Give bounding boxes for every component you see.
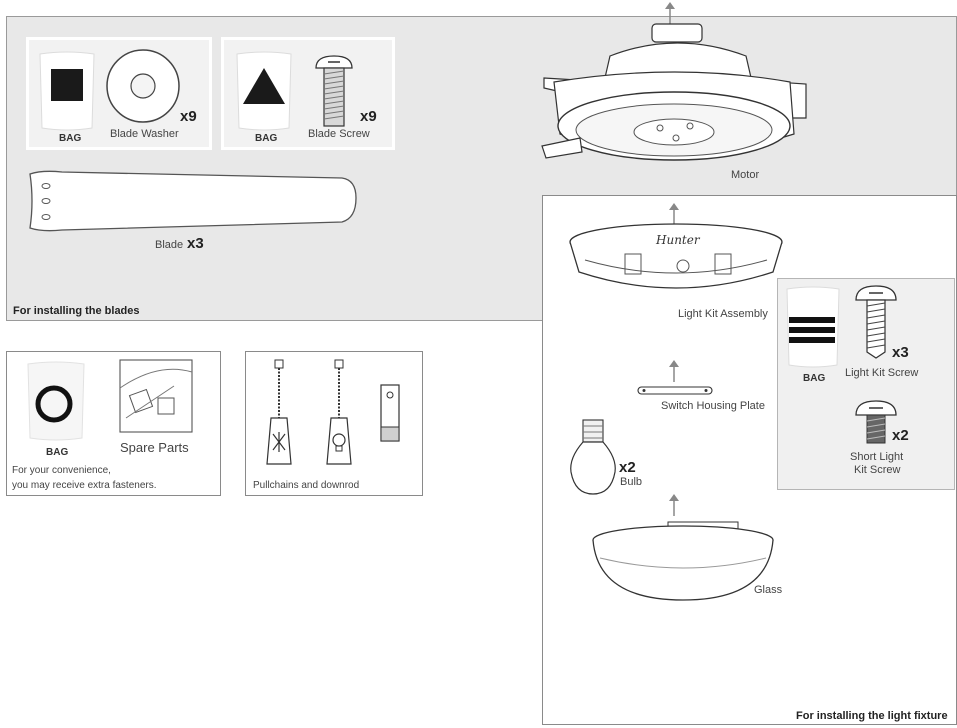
blade-washer-qty: x9 (180, 108, 197, 125)
blade-washer-icon (106, 49, 180, 123)
fan-blade-icon (29, 170, 357, 232)
light-kit-assembly-label: Light Kit Assembly (678, 308, 768, 320)
bulb-qty: x2 (619, 459, 636, 476)
blade-label: Blade (155, 239, 184, 251)
fan-pullchain-icon (266, 359, 292, 465)
square-symbol-icon (51, 69, 83, 101)
light-pullchain-icon (326, 359, 352, 465)
short-light-kit-screw-icon (855, 400, 897, 444)
switch-housing-plate-icon (637, 386, 713, 395)
light-kit-assembly-icon (569, 223, 783, 289)
three-bars-symbol-icon (789, 317, 835, 343)
downrod-bracket-icon (380, 384, 400, 442)
ring-symbol-icon (35, 385, 73, 423)
blade-qty: x3 (187, 235, 204, 252)
blade-screw-qty: x9 (360, 108, 377, 125)
washer-bag-icon (39, 51, 95, 131)
spare-bag-icon (27, 361, 85, 441)
bulb-label: Bulb (620, 476, 643, 488)
light-kit-bag-label: BAG (803, 373, 826, 384)
spare-note-line1: For your convenience, (12, 465, 111, 476)
blades-section-title: For installing the blades (13, 305, 140, 317)
light-bulb-icon (570, 419, 616, 495)
blade-washer-label: Blade Washer (110, 128, 179, 140)
light-fixture-section-title: For installing the light fixture (796, 710, 948, 722)
spare-parts-pouch-icon (119, 359, 193, 433)
washer-bag-label: BAG (59, 133, 82, 144)
glass-shade-icon (592, 521, 774, 601)
switch-housing-plate-label: Switch Housing Plate (661, 400, 765, 412)
blade-screw-label: Blade Screw (308, 128, 370, 140)
short-light-kit-screw-label-line2: Kit Screw (854, 464, 901, 476)
short-light-kit-screw-label-line1: Short Light (850, 451, 904, 463)
up-arrow-icon (665, 2, 675, 24)
motor-label: Motor (731, 169, 760, 181)
light-kit-screw-label: Light Kit Screw (845, 367, 919, 379)
spare-bag-label: BAG (46, 447, 69, 458)
up-arrow-icon (669, 494, 679, 516)
short-light-kit-screw-qty: x2 (892, 427, 909, 444)
fan-motor-icon (541, 23, 807, 161)
pullchains-label: Pullchains and downrod (253, 480, 360, 491)
triangle-symbol-icon (243, 68, 285, 104)
glass-label: Glass (754, 584, 783, 596)
blade-screw-icon (315, 55, 353, 127)
hunter-logo: Hunter (656, 233, 700, 247)
light-kit-bag-icon (786, 286, 840, 368)
spare-parts-label: Spare Parts (120, 440, 189, 455)
up-arrow-icon (669, 203, 679, 225)
screw-bag-label: BAG (255, 133, 278, 144)
up-arrow-icon (669, 360, 679, 382)
light-kit-screw-icon (855, 285, 897, 359)
light-kit-screw-qty: x3 (892, 344, 909, 361)
screw-bag-icon (236, 51, 292, 131)
spare-note-line2: you may receive extra fasteners. (12, 480, 157, 491)
